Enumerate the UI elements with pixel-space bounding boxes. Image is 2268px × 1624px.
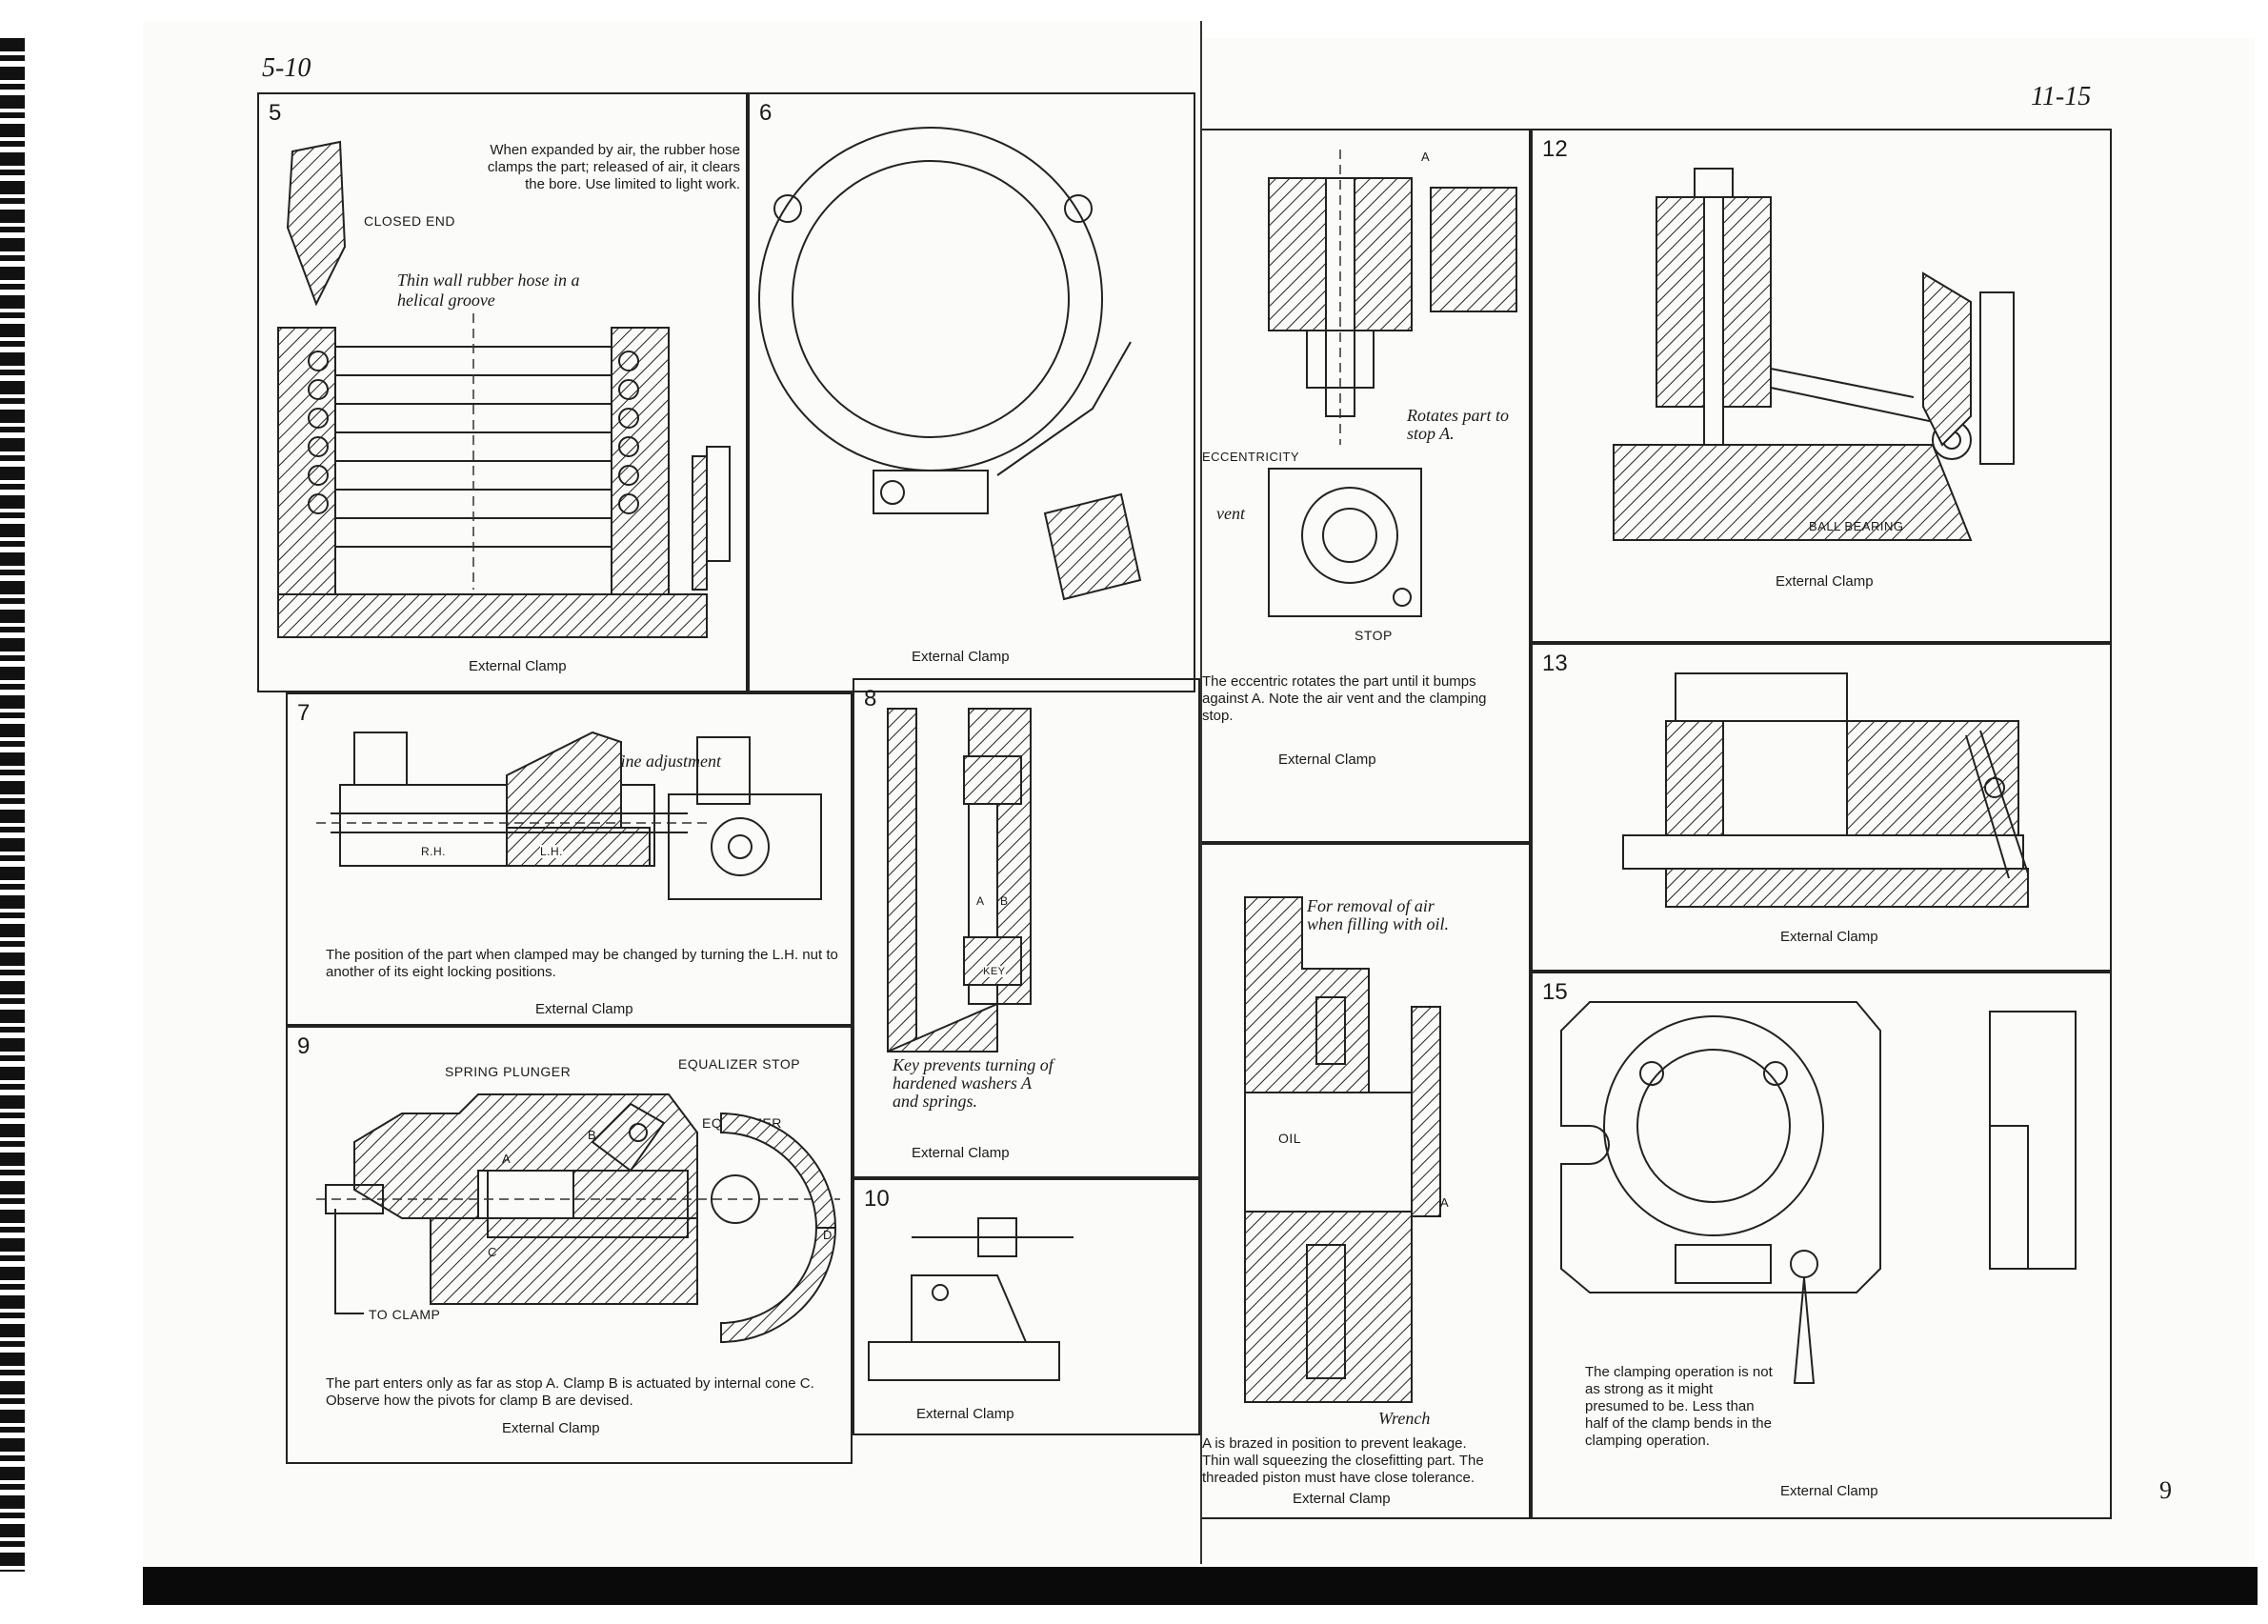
drawing-washer-clamp: [887, 708, 1032, 1053]
label-eccentricity: ECCENTRICITY: [1202, 450, 1300, 464]
right-page: 11-15 A Rotates part to stop A. ECCENTRI…: [1202, 38, 2255, 1562]
drawing-threaded-clamp: [316, 731, 822, 900]
panel-8: 8 A B KEY Key prevents turning of harden…: [853, 678, 1200, 1178]
panel-number: 8: [864, 686, 877, 712]
panel-8-caption: Key prevents turning of hardened washers…: [893, 1055, 1054, 1111]
panel-11-title: External Clamp: [1278, 752, 1376, 768]
panel-14-caption: A is brazed in position to prevent leaka…: [1202, 1435, 1484, 1486]
label-rubber-hose: Thin wall rubber hose in a helical groov…: [397, 271, 580, 310]
panel-14-title: External Clamp: [1293, 1491, 1391, 1507]
corner-page-number: 9: [2159, 1476, 2172, 1504]
panel-number: 10: [864, 1186, 890, 1212]
spiral-binding: [0, 38, 25, 1572]
panel-15-caption: The clamping operation is not as strong …: [1585, 1364, 1773, 1449]
drawing-ring-clamp: [758, 127, 1142, 601]
label-to-clamp: TO CLAMP: [369, 1307, 441, 1322]
label-vent: vent: [1216, 504, 1245, 523]
panel-9-title: External Clamp: [502, 1420, 600, 1436]
label-rotates-part: Rotates part to stop A.: [1407, 406, 1509, 443]
drawing-lever-clamp: [1622, 672, 2029, 908]
panel-5-title: External Clamp: [469, 658, 567, 674]
label-d-9: D: [823, 1228, 833, 1242]
left-page-label: 5-10: [262, 53, 311, 83]
panel-5: 5 When expanded by air, the rubber hose …: [257, 92, 748, 692]
panel-number: 12: [1542, 136, 1568, 162]
label-a-11: A: [1421, 150, 1431, 164]
panel-7-caption: The position of the part when clamped ma…: [326, 947, 838, 980]
label-c-9: C: [488, 1245, 497, 1259]
label-b-9: B: [588, 1128, 597, 1142]
label-equalizer-stop: EQUALIZER STOP: [678, 1056, 801, 1072]
label-ball-bearing: BALL BEARING: [1809, 519, 1904, 533]
label-key: KEY: [983, 966, 1006, 977]
panel-11-caption: The eccentric rotates the part until it …: [1202, 673, 1487, 724]
bottom-shadow: [143, 1567, 2258, 1605]
drawing-rubber-hose-clamp: [277, 140, 731, 638]
label-stop: STOP: [1355, 628, 1393, 643]
drawing-split-ring-clamp: [1560, 1001, 2077, 1384]
panel-11: A Rotates part to stop A. ECCENTRICITY v…: [1202, 129, 1531, 843]
panel-9: 9 SPRING PLUNGER EQUALIZER STOP EQUALIZE…: [286, 1026, 853, 1464]
panel-12: 12 BALL BEARING External Clamp: [1531, 129, 2112, 643]
panel-number: 13: [1542, 651, 1568, 676]
panel-13-title: External Clamp: [1780, 929, 1878, 945]
panel-10: 10 External Clamp: [853, 1178, 1200, 1435]
panel-14: For removal of air when filling with oil…: [1202, 843, 1531, 1519]
panel-9-caption: The part enters only as far as stop A. C…: [326, 1375, 814, 1409]
panel-15: 15 The clamping operation is not as stro…: [1531, 972, 2112, 1519]
label-lh: L.H.: [540, 845, 564, 858]
label-rh: R.H.: [421, 845, 446, 858]
panel-number: 6: [759, 100, 773, 126]
drawing-equalizer-clamp: [316, 1093, 840, 1344]
panel-7-title: External Clamp: [535, 1001, 633, 1017]
label-spring-plunger: SPRING PLUNGER: [445, 1064, 572, 1079]
drawing-toggle-clamp: [1613, 168, 2015, 541]
label-removal-of-air: For removal of air when filling with oil…: [1307, 896, 1450, 933]
label-a-14: A: [1440, 1195, 1450, 1210]
panel-12-title: External Clamp: [1776, 573, 1874, 590]
panel-number: 7: [297, 700, 311, 726]
label-closed-end: CLOSED END: [364, 213, 456, 229]
panel-13: 13 External Clamp: [1531, 643, 2112, 972]
panel-15-title: External Clamp: [1780, 1483, 1878, 1499]
panel-number: 5: [269, 100, 282, 126]
panel-6-title: External Clamp: [912, 649, 1010, 665]
panel-number: 9: [297, 1033, 311, 1059]
panel-6: 6 External Clamp: [748, 92, 1195, 692]
left-page: 5-10 5 When expanded by air, the rubber …: [143, 21, 1202, 1564]
right-page-label: 11-15: [2031, 82, 2092, 111]
label-a: A: [976, 894, 985, 908]
panel-7: 7 For fine adjustment R.H. L.H. The posi…: [286, 692, 853, 1026]
label-b: B: [1000, 894, 1009, 908]
panel-8-title: External Clamp: [912, 1145, 1010, 1161]
panel-number: 15: [1542, 979, 1568, 1005]
label-a-9: A: [502, 1152, 512, 1166]
drawing-pin-clamp: [868, 1217, 1074, 1381]
label-oil: OIL: [1278, 1131, 1302, 1146]
drawing-eccentric-clamp: [1268, 150, 1517, 617]
panel-5-caption: When expanded by air, the rubber hose cl…: [487, 142, 740, 192]
label-wrench: Wrench: [1378, 1409, 1431, 1428]
drawing-hydraulic-clamp: [1244, 896, 1441, 1403]
panel-10-title: External Clamp: [916, 1406, 1014, 1422]
